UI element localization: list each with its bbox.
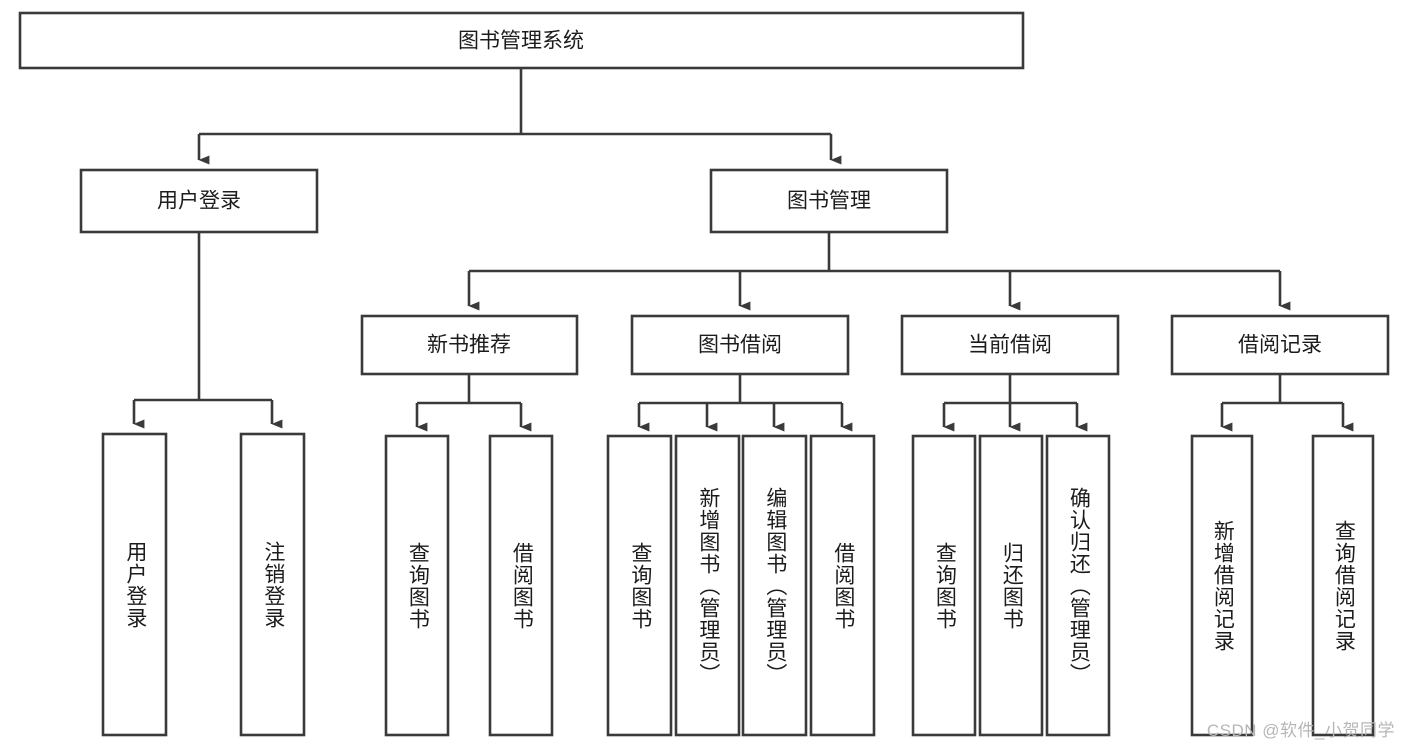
leaf-box-borrow-book-1[interactable] (488, 434, 554, 737)
node-book-management[interactable]: 图书管理 (709, 168, 949, 234)
leaf-box-group (101, 432, 1375, 737)
leaf-box-user-login[interactable] (101, 432, 168, 737)
node-book-borrow[interactable]: 图书借阅 (630, 314, 850, 376)
node-book-borrow-box[interactable] (630, 314, 850, 376)
watermark-text: CSDN @软件_小贺同学 (1206, 721, 1395, 740)
node-new-book-recommend-label: 新书推荐 (427, 334, 511, 357)
node-new-book-recommend-box[interactable] (360, 314, 579, 376)
node-root-box[interactable] (18, 11, 1025, 70)
leaf-box-logout-login[interactable] (239, 432, 306, 737)
leaf-box-add-borrow-record[interactable] (1190, 434, 1254, 737)
node-borrow-record-box[interactable] (1170, 314, 1390, 376)
node-user-login[interactable]: 用户登录 (79, 168, 319, 234)
node-book-borrow-label: 图书借阅 (698, 334, 782, 357)
node-book-management-box[interactable] (709, 168, 949, 234)
leaf-box-borrow-book-2[interactable] (809, 434, 876, 737)
node-user-login-box[interactable] (79, 168, 319, 234)
node-root-label: 图书管理系统 (458, 30, 584, 53)
leaf-box-confirm-return[interactable] (1045, 434, 1111, 737)
leaf-box-edit-book[interactable] (741, 434, 808, 737)
node-new-book-recommend[interactable]: 新书推荐 (360, 314, 579, 376)
node-borrow-record-label: 借阅记录 (1238, 334, 1322, 357)
leaf-box-return-book[interactable] (978, 434, 1044, 737)
node-current-borrow[interactable]: 当前借阅 (900, 314, 1120, 376)
leaf-box-query-borrow-record[interactable] (1311, 434, 1375, 737)
leaf-box-query-book-2[interactable] (606, 434, 673, 737)
node-root[interactable]: 图书管理系统 (18, 11, 1025, 70)
connector-group (132, 68, 1354, 432)
leaf-box-query-book-1[interactable] (384, 434, 450, 737)
node-borrow-record[interactable]: 借阅记录 (1170, 314, 1390, 376)
node-user-login-label: 用户登录 (157, 190, 241, 213)
leaf-box-add-book[interactable] (674, 434, 741, 737)
node-current-borrow-label: 当前借阅 (968, 334, 1052, 357)
leaf-box-query-book-3[interactable] (911, 434, 977, 737)
node-current-borrow-box[interactable] (900, 314, 1120, 376)
node-book-management-label: 图书管理 (787, 190, 871, 213)
